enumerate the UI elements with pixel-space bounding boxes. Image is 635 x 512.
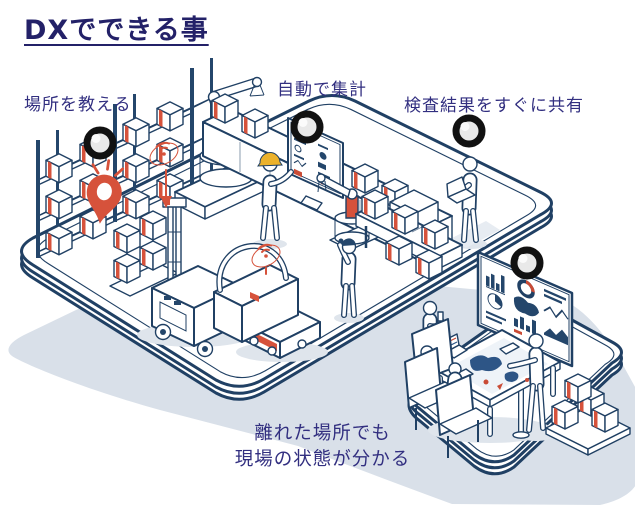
worker-at-conveyor bbox=[337, 238, 357, 318]
inspector-with-laptop bbox=[446, 156, 479, 243]
wifi-icon-forklift bbox=[145, 137, 183, 208]
label-auto-tally: 自動で集計 bbox=[277, 80, 367, 100]
pallet-with-boxes bbox=[545, 373, 631, 456]
label-remote-line1: 離れた場所でも bbox=[254, 423, 391, 444]
dashboard-display bbox=[476, 250, 574, 439]
page-title: DXでできる事 bbox=[24, 15, 209, 46]
location-pin-icon bbox=[86, 159, 125, 224]
outbound-conveyor bbox=[355, 189, 463, 280]
label-share-inspection: 検査結果をすぐに共有 bbox=[404, 96, 584, 116]
label-remote-monitoring: 離れた場所でも 現場の状態が分かる bbox=[205, 421, 440, 473]
seated-person-2 bbox=[435, 362, 493, 458]
marker-pin-location bbox=[87, 130, 113, 160]
person-standing-table bbox=[507, 333, 546, 433]
marker-pin-inspection bbox=[456, 118, 482, 148]
wifi-icon-agv bbox=[247, 239, 285, 275]
marker-pin-remote bbox=[514, 250, 540, 280]
worker-at-panel bbox=[257, 152, 294, 241]
marker-pin-tally bbox=[294, 114, 320, 144]
label-teach-location: 場所を教える bbox=[24, 95, 132, 115]
label-remote-line2: 現場の状態が分かる bbox=[234, 448, 411, 470]
automated-forklift bbox=[109, 197, 299, 358]
